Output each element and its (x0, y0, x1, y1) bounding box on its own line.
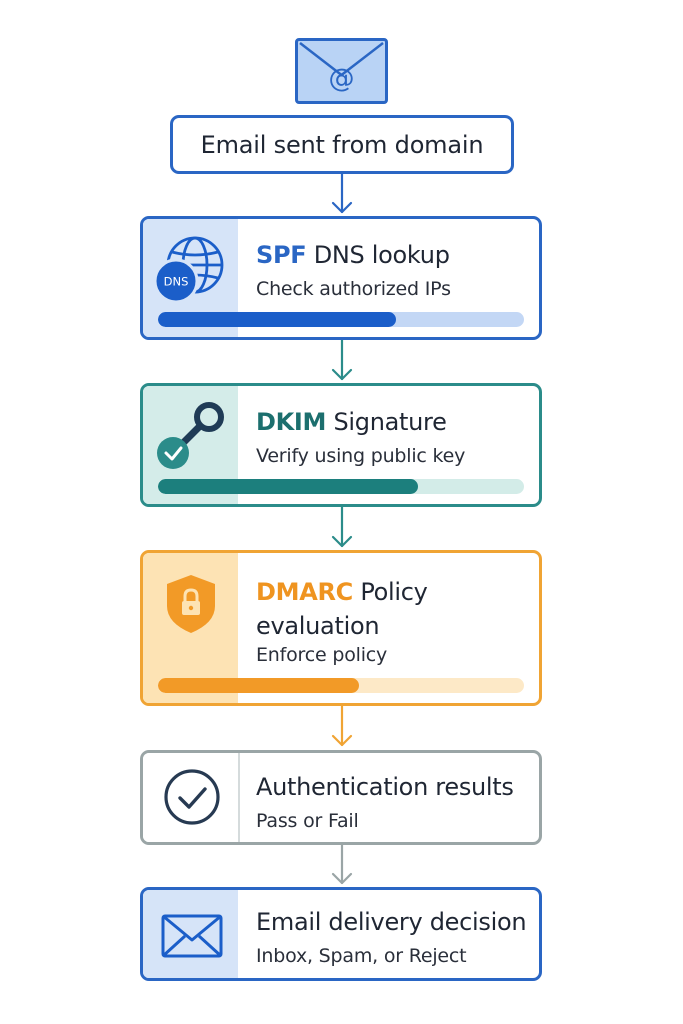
dkim-title: DKIM Signature (256, 408, 447, 436)
arrow-auth-to-delivery (331, 843, 353, 885)
check-circle-icon (164, 769, 220, 825)
step-dkim-signature: DKIM Signature Verify using public key (140, 383, 542, 507)
dkim-title-accent: DKIM (256, 408, 327, 436)
dkim-progress-fill (158, 479, 418, 494)
step-dmarc-policy-evaluation: DMARC Policy evaluation Enforce policy (140, 550, 542, 706)
arrow-spf-to-dkim (331, 338, 353, 381)
spf-title: SPF DNS lookup (256, 241, 450, 269)
dmarc-title-line2: evaluation (256, 612, 380, 640)
email-envelope-icon: @ (295, 38, 388, 104)
step-authentication-results: Authentication results Pass or Fail (140, 750, 542, 845)
spf-progress-fill (158, 312, 396, 327)
svg-text:@: @ (329, 64, 355, 94)
key-check-icon (157, 402, 224, 469)
shield-lock-icon (167, 575, 215, 633)
delivery-title: Email delivery decision (256, 908, 527, 936)
spf-subtitle: Check authorized IPs (256, 278, 451, 300)
auth-title: Authentication results (256, 773, 514, 801)
dkim-title-rest: Signature (326, 408, 447, 436)
arrow-start-to-spf (331, 172, 353, 214)
dkim-subtitle: Verify using public key (256, 445, 466, 467)
start-box-email-sent: Email sent from domain (170, 115, 514, 174)
dmarc-title-rest: Policy (352, 578, 428, 606)
arrow-dmarc-to-auth (331, 704, 353, 747)
step-spf-dns-lookup: DNS SPF DNS lookup Check authorized IPs (140, 216, 542, 340)
spf-title-rest: DNS lookup (306, 241, 450, 269)
delivery-subtitle: Inbox, Spam, or Reject (256, 945, 467, 967)
start-label: Email sent from domain (200, 130, 484, 159)
dmarc-title: DMARC Policy evaluation (256, 575, 428, 643)
spf-title-accent: SPF (256, 241, 307, 269)
dmarc-progress-fill (158, 678, 360, 693)
dmarc-title-accent: DMARC (256, 578, 353, 606)
auth-icon-panel (143, 753, 240, 842)
delivery-icon-panel (143, 890, 238, 978)
spf-progress-bar (158, 312, 524, 327)
dmarc-subtitle: Enforce policy (256, 644, 388, 666)
dns-badge: DNS (153, 258, 199, 304)
dkim-progress-bar (158, 479, 524, 494)
dns-badge-label: DNS (164, 275, 189, 289)
auth-subtitle: Pass or Fail (256, 810, 359, 832)
step-email-delivery-decision: Email delivery decision Inbox, Spam, or … (140, 887, 542, 981)
dmarc-progress-bar (158, 678, 524, 693)
envelope-icon (161, 914, 223, 958)
arrow-dkim-to-dmarc (331, 505, 353, 548)
